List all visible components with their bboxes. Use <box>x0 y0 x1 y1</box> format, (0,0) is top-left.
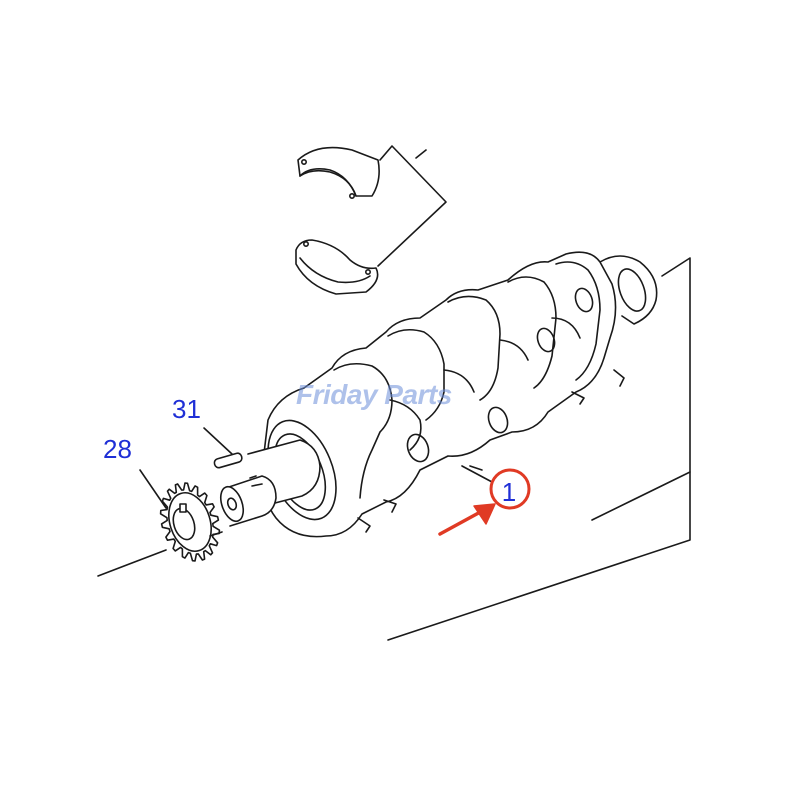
callout-label-1: 1 <box>501 477 517 507</box>
crank-gear <box>139 469 221 562</box>
callout-label-31: 31 <box>172 394 201 424</box>
bearing-leader-lines <box>377 145 447 267</box>
bearing-shell-lower <box>295 239 379 295</box>
watermark-logo: Friday Parts <box>296 379 452 410</box>
part-1-leader-line <box>461 465 493 483</box>
center-axis-line <box>97 531 223 577</box>
part-1-highlight-circle <box>489 468 531 510</box>
crankshaft <box>219 251 658 538</box>
woodruff-key <box>203 427 243 469</box>
callout-label-28: 28 <box>103 434 132 464</box>
red-arrow-icon <box>438 503 496 536</box>
assembly-frame <box>387 257 691 641</box>
bearing-shell-upper <box>297 146 380 200</box>
